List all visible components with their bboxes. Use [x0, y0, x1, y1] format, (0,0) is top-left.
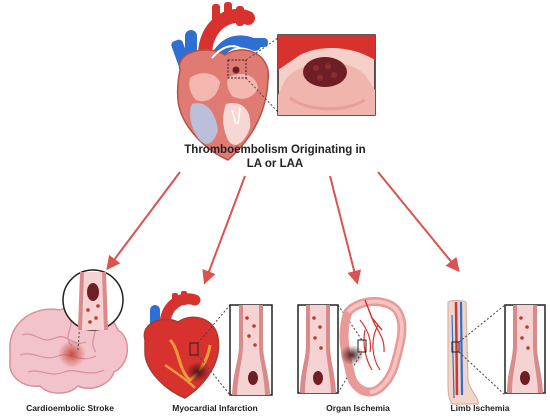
limb-vessel-zoom: [504, 304, 546, 394]
arrow-to-stroke: [106, 171, 181, 271]
arrow-to-mi: [202, 175, 246, 285]
arrow-to-limb: [377, 171, 460, 273]
stroke-vessel-zoom: [62, 269, 124, 351]
caption-organ-ischemia: Organ Ischemia: [326, 403, 390, 413]
arrows: [106, 171, 460, 285]
bowel-illustration: [339, 297, 407, 397]
limb-illustration: [447, 299, 479, 405]
arrow-to-organ: [329, 175, 362, 285]
mi-heart-illustration: [143, 291, 220, 399]
main-title-line2: LA or LAA: [246, 158, 304, 170]
caption-limb-ischemia: Limb Ischemia: [450, 403, 510, 413]
top-clot-zoom-box: [277, 34, 376, 116]
top-heart-illustration: [171, 2, 269, 161]
mi-vessel-zoom: [229, 304, 273, 396]
caption-cardioembolic-stroke: Cardioembolic Stroke: [26, 403, 114, 413]
main-title: Thromboembolism Originating in LA or LAA: [150, 143, 400, 171]
main-title-line1: Thromboembolism Originating in: [184, 144, 366, 156]
organ-vessel-zoom: [297, 304, 339, 394]
caption-myocardial-infarction: Myocardial Infarction: [172, 403, 258, 413]
